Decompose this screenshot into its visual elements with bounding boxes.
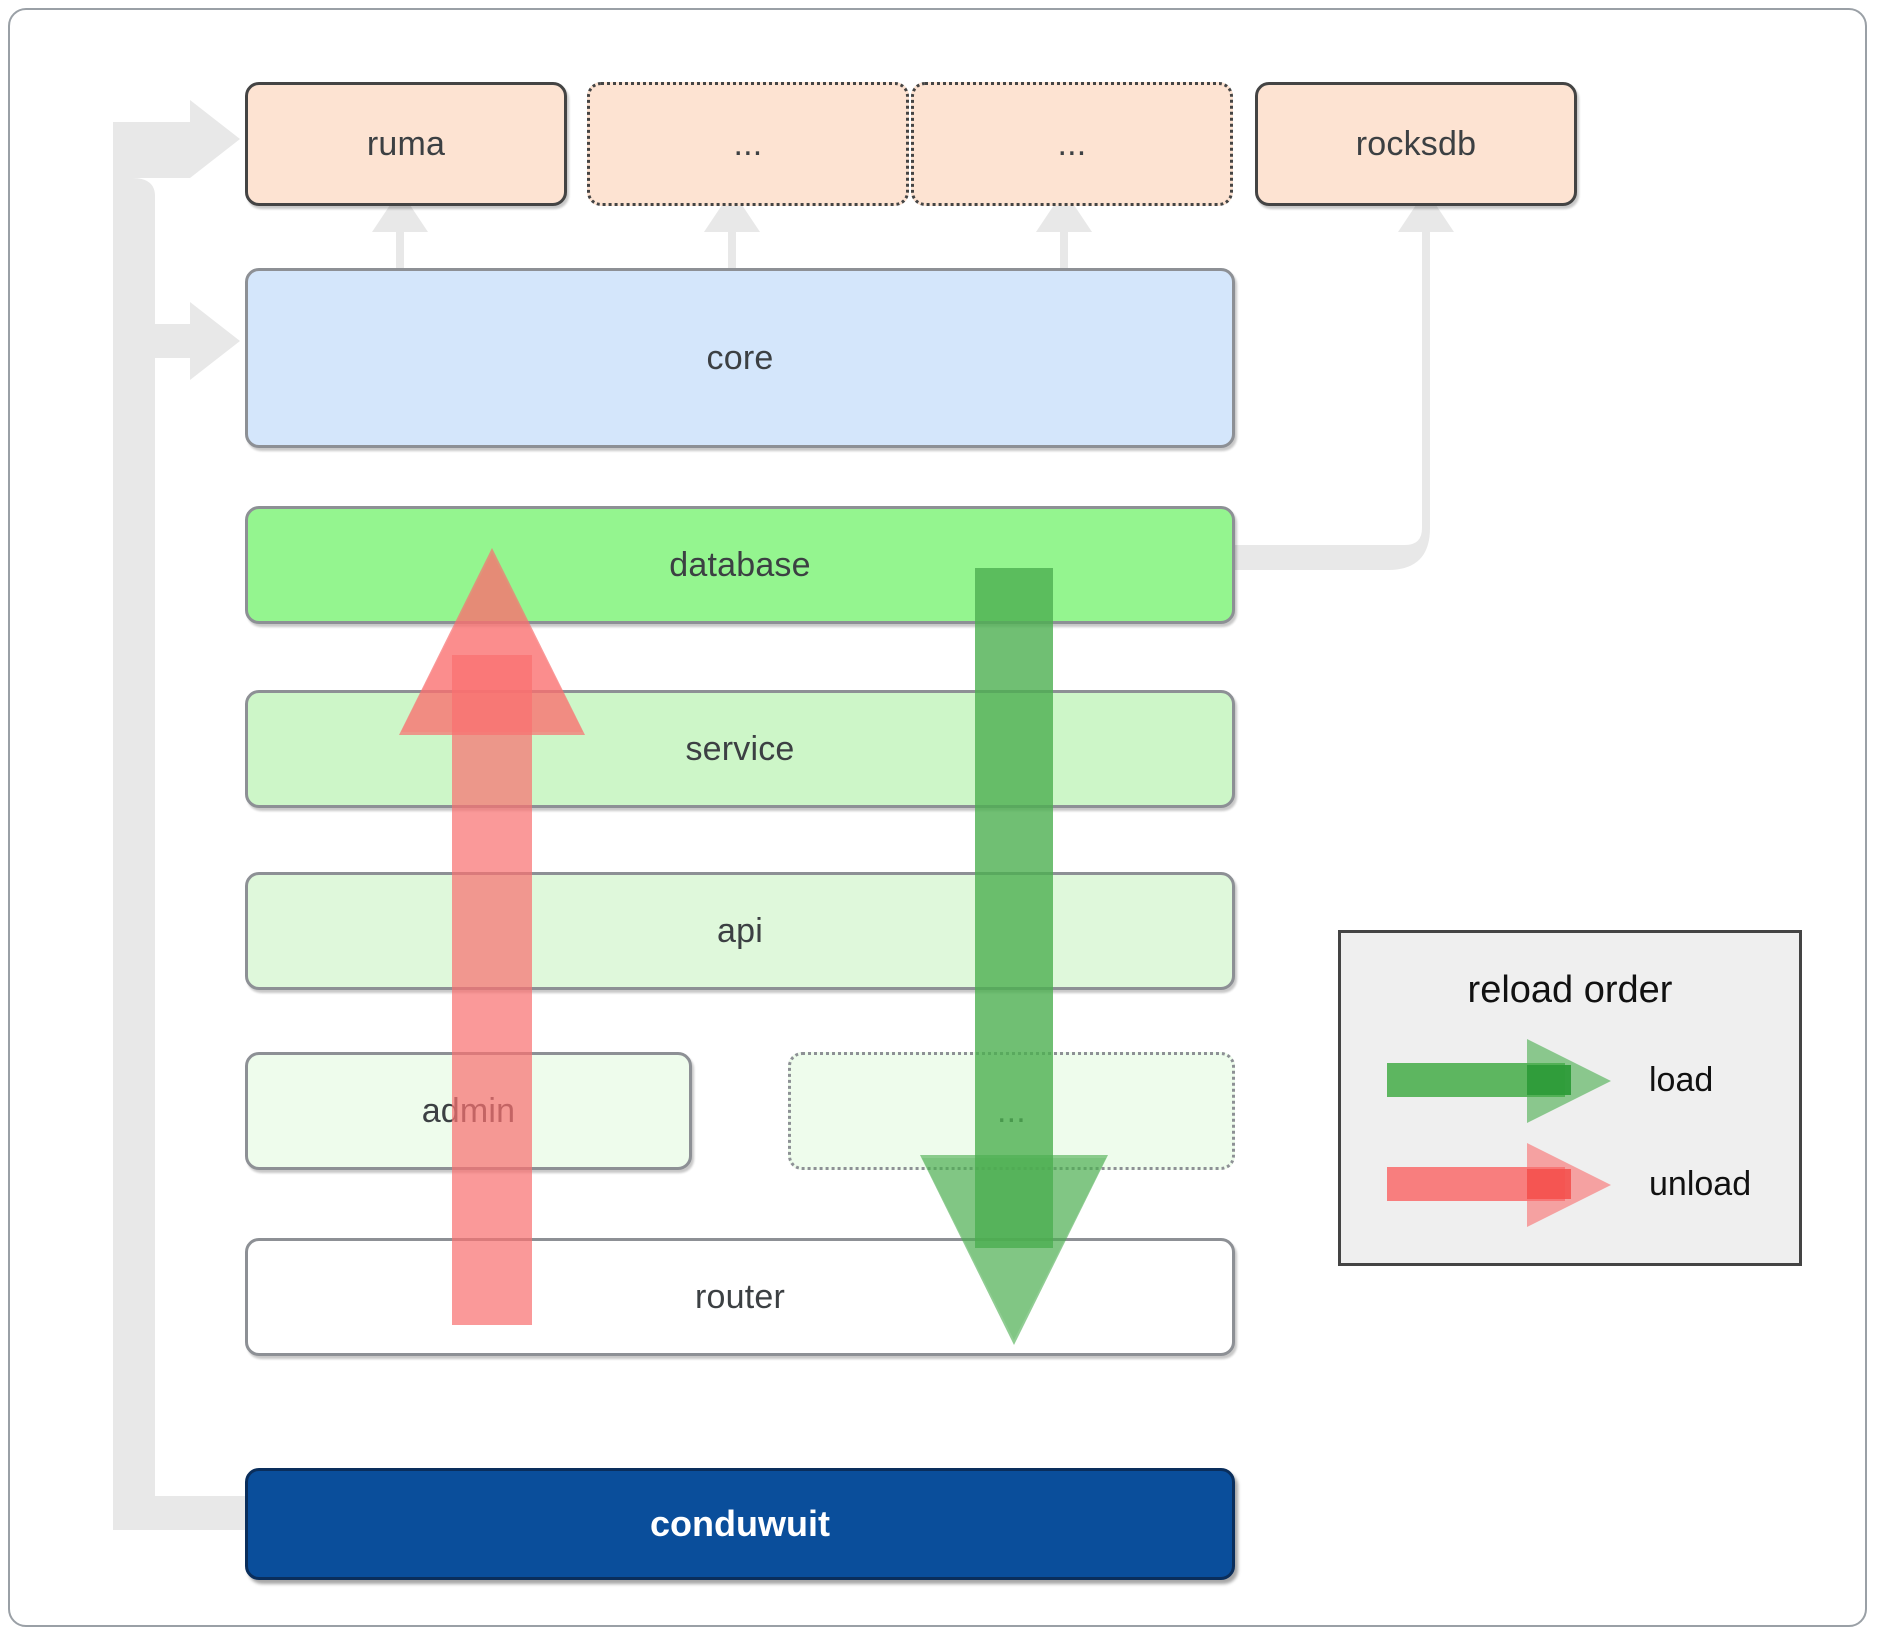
- crate-node-core[interactable]: core: [245, 268, 1235, 448]
- crate-label-service: service: [685, 729, 795, 768]
- legend-unload-arrow-icon: [1387, 1143, 1611, 1227]
- dep-node-rocksdb[interactable]: rocksdb: [1255, 82, 1577, 206]
- crate-label-placeholder: ...: [997, 1091, 1026, 1130]
- crate-node-database[interactable]: database: [245, 506, 1235, 624]
- legend-title: reload order: [1467, 969, 1673, 1011]
- crate-node-admin[interactable]: admin: [245, 1052, 692, 1170]
- legend-label-unload: unload: [1649, 1165, 1752, 1203]
- crate-node-api[interactable]: api: [245, 872, 1235, 990]
- dep-node-placeholder-1[interactable]: ...: [587, 82, 909, 206]
- app-label-conduwuit: conduwuit: [650, 1503, 830, 1544]
- crate-node-router[interactable]: router: [245, 1238, 1235, 1356]
- dep-label-placeholder-1: ...: [733, 124, 763, 163]
- crate-node-service[interactable]: service: [245, 690, 1235, 808]
- legend-load-arrow-icon: [1387, 1039, 1611, 1123]
- dep-label-rocksdb: rocksdb: [1355, 124, 1477, 163]
- dep-node-placeholder-2[interactable]: ...: [911, 82, 1233, 206]
- crate-label-admin: admin: [421, 1091, 516, 1130]
- crate-label-core: core: [706, 338, 774, 377]
- dep-node-ruma[interactable]: ruma: [245, 82, 567, 206]
- crate-node-placeholder[interactable]: ...: [788, 1052, 1235, 1170]
- diagram-frame: [8, 8, 1867, 1627]
- crate-label-database: database: [669, 545, 811, 584]
- legend-label-load: load: [1649, 1061, 1714, 1099]
- dep-label-placeholder-2: ...: [1057, 124, 1087, 163]
- app-node-conduwuit[interactable]: conduwuit: [245, 1468, 1235, 1580]
- crate-label-api: api: [717, 911, 763, 950]
- crate-label-router: router: [694, 1277, 786, 1316]
- legend-box: reload order load unload: [1338, 930, 1802, 1266]
- dep-label-ruma: ruma: [366, 124, 446, 163]
